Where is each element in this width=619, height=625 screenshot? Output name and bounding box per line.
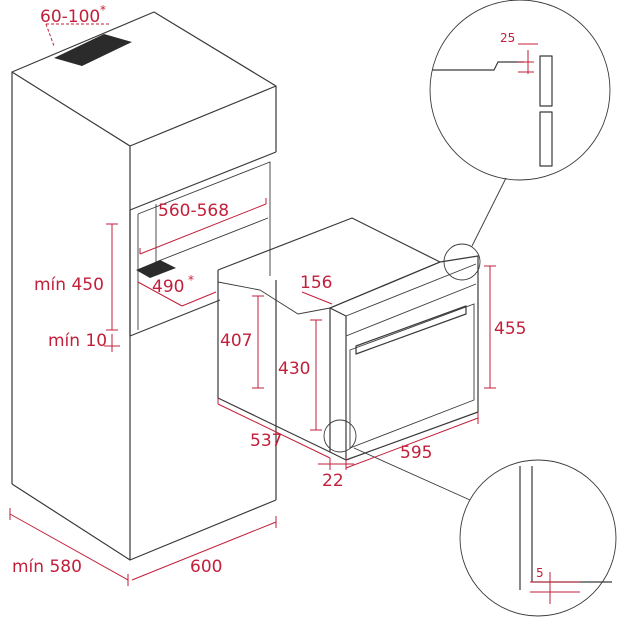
tall-cabinet <box>11 11 277 561</box>
dim-oven-body-height-line <box>252 295 264 389</box>
label-detail-top-gap: 25 <box>500 31 515 45</box>
top-detail-panel-upper <box>539 55 553 107</box>
dim-cabinet-width-line <box>131 516 277 581</box>
bottom-detail <box>323 419 617 617</box>
top-detail-marker <box>443 243 481 281</box>
oven <box>217 217 479 461</box>
label-niche-height: mín 450 <box>34 275 104 295</box>
label-cabinet-width: 600 <box>190 557 222 577</box>
label-niche-depth-star: * <box>188 273 194 287</box>
label-top-vent-star: * <box>100 3 106 17</box>
label-top-vent: 60-100 <box>40 7 100 27</box>
niche-back-panel <box>155 204 269 263</box>
label-cabinet-depth: mín 580 <box>12 557 82 577</box>
dimension-labels: 60-100 * 560-568 mín 450 490 * mín 10 mí… <box>12 3 544 580</box>
dim-niche-width-line <box>139 198 267 255</box>
top-detail-panel-lower <box>539 111 553 167</box>
cabinet-top-face <box>11 11 277 147</box>
dim-oven-height-line <box>484 265 496 389</box>
oven-front-side <box>329 308 347 461</box>
oven-door-handle <box>355 305 467 355</box>
label-oven-width: 595 <box>400 443 432 463</box>
label-oven-depth: 537 <box>250 431 282 451</box>
dim-niche-height-line <box>106 223 118 331</box>
label-niche-width: 560-568 <box>158 201 229 221</box>
cabinet-bottom-edge <box>11 483 277 561</box>
oven-body-top <box>217 217 441 309</box>
dim-top-vent-line <box>45 23 110 47</box>
top-detail-ring <box>429 0 611 181</box>
niche-frame-outer <box>129 151 277 337</box>
dim-oven-width-line <box>345 412 479 469</box>
top-vent-slot <box>54 34 132 66</box>
label-oven-height: 455 <box>494 319 526 339</box>
bottom-detail-dim-line <box>530 572 580 604</box>
label-bottom-gap: mín 10 <box>48 331 107 351</box>
dim-front-thickness-line <box>318 458 354 470</box>
oven-window <box>349 303 475 449</box>
label-front-thickness: 22 <box>322 471 344 491</box>
dim-oven-depth-line <box>217 398 331 459</box>
niche-frame-inner <box>137 161 271 330</box>
dim-oven-front-offset-line <box>301 291 333 305</box>
label-niche-depth: 490 <box>152 277 184 297</box>
top-detail <box>429 0 611 281</box>
dim-cabinet-depth-line <box>9 508 129 586</box>
label-oven-body-height: 407 <box>220 331 252 351</box>
label-oven-front-offset: 156 <box>300 273 332 293</box>
bottom-detail-marker <box>323 419 357 453</box>
bottom-detail-leader <box>353 447 471 501</box>
label-oven-inner-height: 430 <box>278 359 310 379</box>
oven-body-bottom <box>217 397 331 453</box>
niche-vent-slot <box>136 260 176 278</box>
dim-niche-depth-line <box>137 281 217 307</box>
bottom-detail-ring <box>459 459 617 617</box>
bottom-detail-wall <box>519 466 612 590</box>
oven-body-step <box>217 281 331 315</box>
top-detail-dim-line <box>518 43 538 74</box>
dimension-lines <box>9 23 496 586</box>
oven-front-panel <box>329 255 479 461</box>
oven-control-strip <box>345 263 477 337</box>
label-detail-bottom-gap: 5 <box>536 566 544 580</box>
dim-oven-inner-height-line <box>310 319 322 431</box>
dim-bottom-gap-line <box>104 334 120 352</box>
top-detail-edge <box>432 61 524 71</box>
top-detail-leader <box>471 177 507 247</box>
